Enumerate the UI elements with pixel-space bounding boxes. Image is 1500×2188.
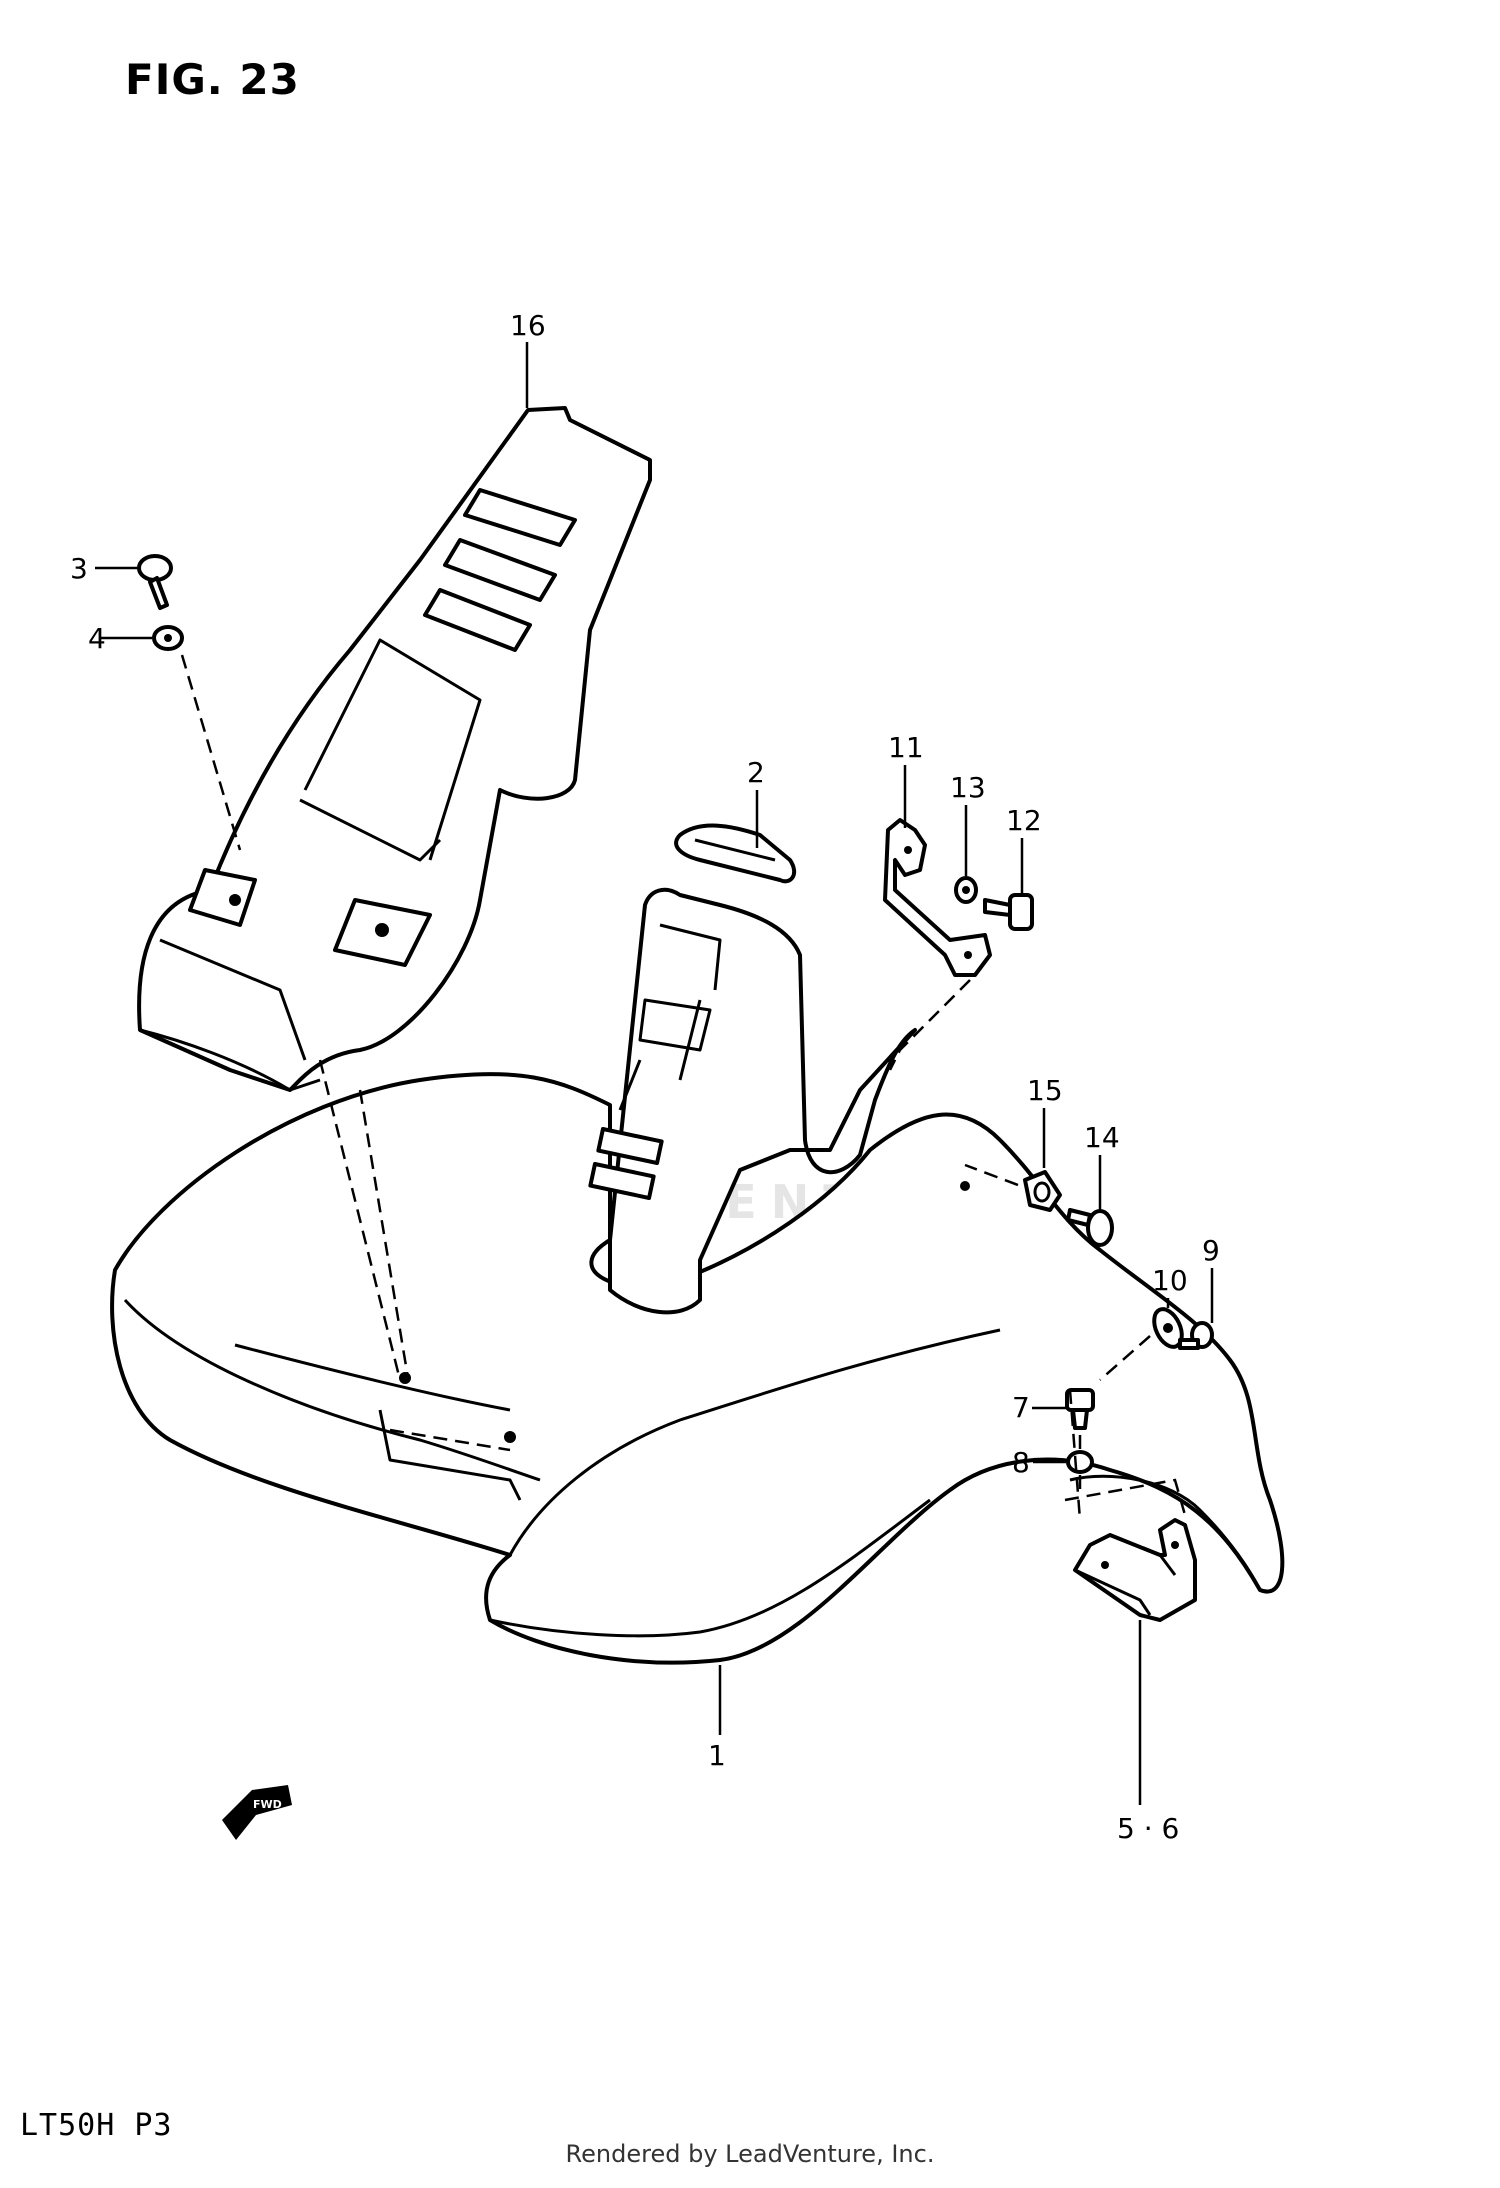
callout-label: 13	[950, 771, 986, 804]
forward-direction-label: FWD	[253, 1798, 282, 1811]
callout-labels: 1 2 3 4 5 · 6 7 8 9 10 11 12 13 14 15 16	[70, 309, 1220, 1845]
callout-label: 8	[1012, 1446, 1030, 1479]
callout-label: 7	[1012, 1391, 1030, 1424]
fender-center-tower	[588, 887, 917, 1315]
figure-title: FIG. 23	[125, 55, 300, 104]
callout-label: 14	[1084, 1121, 1120, 1154]
washer-part-13[interactable]	[954, 876, 978, 904]
model-code: LT50H P3	[20, 2108, 173, 2143]
assembly-lines	[180, 654, 1187, 1521]
render-credit-footer: Rendered by LeadVenture, Inc.	[565, 2140, 935, 2168]
callout-label: 10	[1152, 1264, 1188, 1297]
callout-label: 4	[88, 622, 106, 655]
front-cover-part-16[interactable]	[137, 406, 652, 1092]
washer-part-10[interactable]	[1149, 1305, 1188, 1351]
forward-direction-arrow-icon: FWD	[222, 1785, 292, 1840]
bolt-part-12[interactable]	[983, 893, 1034, 931]
bracket-part-11[interactable]	[883, 818, 992, 977]
callout-label: 12	[1006, 804, 1042, 837]
callout-label: 2	[747, 756, 765, 789]
callout-label: 5 · 6	[1117, 1812, 1179, 1845]
guard-plate-part-5-6[interactable]	[1073, 1518, 1197, 1622]
callout-label: 3	[70, 552, 88, 585]
screw-part-3[interactable]	[137, 554, 173, 610]
trim-piece-part-2[interactable]	[674, 823, 797, 884]
callout-label: 15	[1027, 1074, 1063, 1107]
callout-label: 11	[888, 731, 924, 764]
screw-part-14[interactable]	[1066, 1208, 1114, 1247]
leader-lines	[95, 342, 1214, 1805]
callout-label: 9	[1202, 1234, 1220, 1267]
callout-label: 1	[708, 1739, 726, 1772]
bolt-part-7[interactable]	[1065, 1388, 1095, 1430]
screw-part-9[interactable]	[1178, 1321, 1214, 1350]
grommet-part-15[interactable]	[1023, 1170, 1062, 1212]
nut-part-8[interactable]	[1066, 1450, 1094, 1474]
front-fender-part-1[interactable]	[110, 1072, 1285, 1665]
callout-label: 16	[510, 309, 546, 342]
nut-part-4[interactable]	[152, 625, 184, 651]
